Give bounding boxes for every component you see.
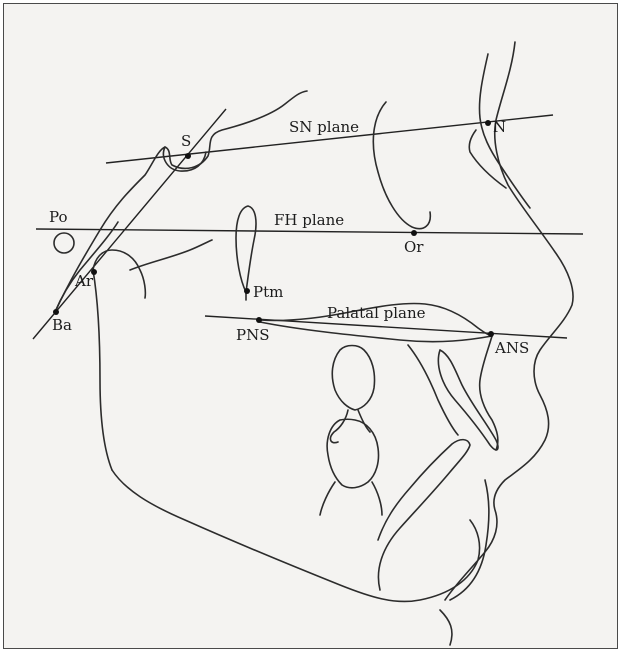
posterior-ramus [93,270,112,470]
maxillary-alveolus [408,345,458,435]
s-point [185,153,191,159]
fh-plane-label: FH plane [274,211,344,229]
ba-label: Ba [52,316,72,334]
or-label: Or [404,238,424,256]
upper-molar [331,346,375,443]
or-point [411,230,417,236]
symphysis-inner [450,480,489,600]
ba-point [53,309,59,315]
clivus-line [55,222,118,312]
n-label: N [493,118,506,136]
pns-point [256,317,262,323]
ans-point [488,331,494,337]
po-label: Po [49,208,68,226]
soft-tissue-profile [445,42,573,600]
ptm-point [244,288,250,294]
ans-label: ANS [494,339,529,357]
ar-label: Ar [74,272,94,290]
ptm-label: Ptm [253,283,283,301]
palatal-plane-label: Palatal plane [327,304,426,322]
upper-incisor [438,350,498,450]
porion-ring [54,233,74,253]
fh-plane-line [36,229,583,234]
neck-line [440,610,452,645]
orbit-outline [373,102,430,229]
n-point [485,120,491,126]
sn-plane-label: SN plane [289,118,359,136]
nasal-bridge [469,130,506,188]
zygomatic-arch [130,240,212,270]
mandible-lower-border [112,470,480,602]
symphysis-outline [378,440,470,590]
s-label: S [181,132,191,150]
lower-molar [320,419,382,515]
pns-label: PNS [236,326,270,344]
